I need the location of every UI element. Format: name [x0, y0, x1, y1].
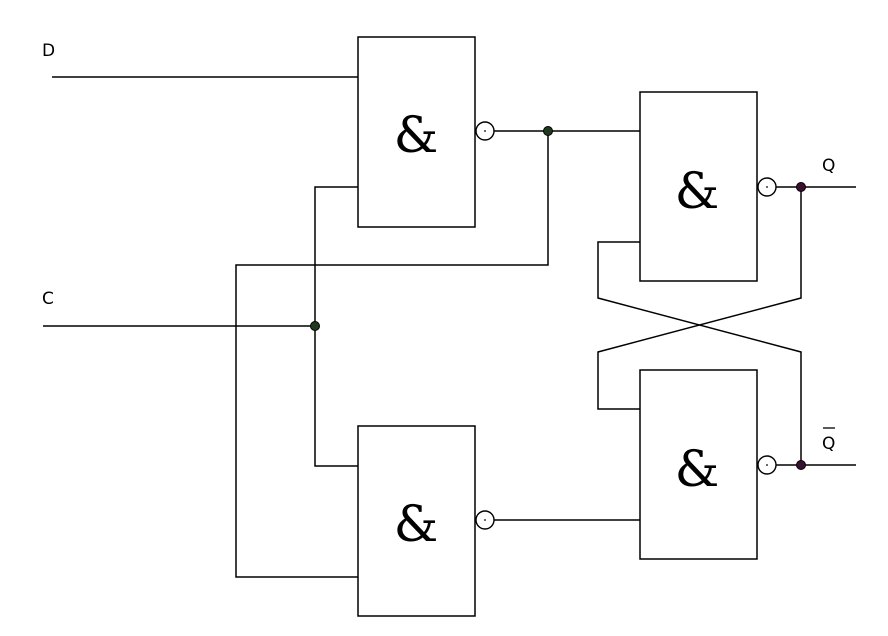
wires — [43, 76, 856, 578]
gate-body — [357, 425, 476, 617]
nand-gate-3: & — [639, 91, 777, 282]
gate-body — [639, 369, 758, 560]
gate-symbol: & — [675, 162, 720, 220]
wire-c-to-gate2 — [314, 326, 358, 467]
bubble-center-dot — [766, 464, 768, 466]
gate-symbol: & — [394, 495, 439, 553]
gate-body — [639, 91, 758, 282]
nand-gate-2: & — [357, 425, 495, 617]
label-q: Q — [822, 156, 835, 176]
junction-gate1-out — [543, 126, 553, 136]
junction-q-out — [796, 182, 806, 192]
nand-gate-1: & — [357, 36, 495, 228]
gate-symbol: & — [675, 440, 720, 498]
signal-labels: D C Q Q — [42, 41, 835, 454]
wire-c-to-gate1 — [314, 186, 358, 326]
gate-body — [357, 36, 476, 228]
label-c: C — [42, 289, 54, 309]
wire-qbar-cross — [597, 241, 802, 465]
junction-c-bus — [310, 321, 320, 331]
nand-gate-4: & — [639, 369, 777, 560]
wire-q-cross — [597, 187, 802, 410]
bubble-center-dot — [484, 130, 486, 132]
junction-qbar-out — [796, 460, 806, 470]
label-qbar: Q — [822, 434, 835, 454]
junctions — [310, 126, 806, 470]
bubble-center-dot — [484, 519, 486, 521]
label-d: D — [42, 41, 55, 61]
bubble-center-dot — [766, 186, 768, 188]
wire-gate1-feedback — [235, 131, 549, 578]
gate-symbol: & — [394, 106, 439, 164]
